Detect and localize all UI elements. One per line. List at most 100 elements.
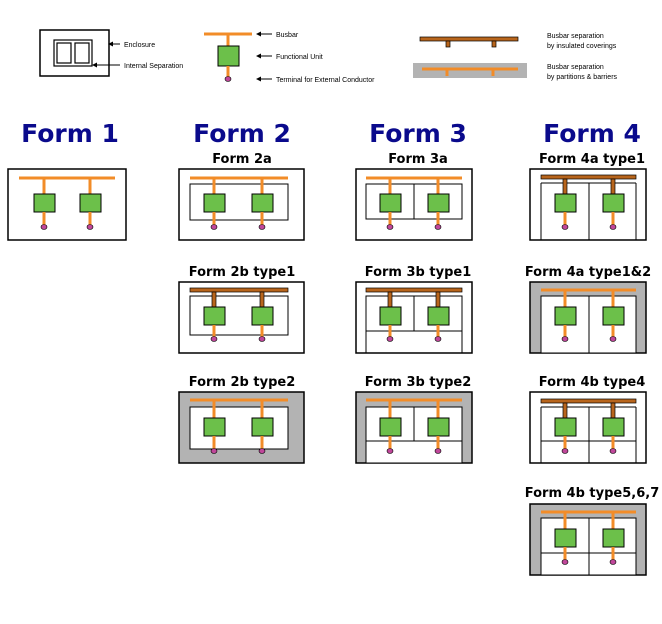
legend-functional-unit-label: Functional Unit [276,54,323,61]
functional-unit [602,528,625,548]
legend-sep-coverings-line2: by insulated coverings [547,43,617,50]
covered-busbar-drop [387,291,393,308]
form-4b-type4-diagram [529,391,647,464]
form-2b-type1-diagram [178,281,305,354]
terminal [386,224,394,230]
legend-arrowhead [256,53,261,59]
functional-unit [602,193,625,213]
legend-terminal-symbol [224,76,232,82]
legend-busbar-label: Busbar [276,32,299,39]
terminal [386,448,394,454]
terminal [258,336,266,342]
enclosure [7,168,127,241]
covered-busbar-drop [259,291,265,308]
legend-arrowhead [256,76,261,82]
form-3b-type2-diagram [355,391,473,464]
covered-busbar-drop [435,291,441,308]
functional-unit [554,528,577,548]
terminal [561,559,569,565]
functional-unit [602,417,625,437]
terminal [86,224,94,230]
form-2b-type2-diagram [178,391,305,464]
enclosure [529,168,647,241]
functional-unit [554,417,577,437]
functional-unit [554,193,577,213]
terminal [561,224,569,230]
functional-unit [203,306,226,326]
functional-unit [427,193,450,213]
form-4b-type5-6-7-diagram [529,503,647,576]
terminal [210,224,218,230]
functional-unit [427,306,450,326]
terminal [258,224,266,230]
covered-busbar-drop [562,178,568,195]
label-form-4a-type1: Form 4a type1 [539,152,645,167]
terminal [40,224,48,230]
legend-arrowhead [256,31,261,37]
label-form-3b-type2: Form 3b type2 [365,375,472,390]
functional-unit [554,306,577,326]
label-form-2b-type2: Form 2b type2 [189,375,296,390]
functional-unit [251,417,274,437]
heading-form-1: Form 1 [21,119,119,148]
terminal [434,336,442,342]
enclosure [529,391,647,464]
legend-covered-busbar-tap [491,40,497,48]
terminal [561,336,569,342]
functional-unit [79,193,102,213]
terminal [434,224,442,230]
functional-unit [251,306,274,326]
functional-unit [203,193,226,213]
legend-covered-busbar-tap [445,40,451,48]
terminal [609,224,617,230]
legend-internal-separation-label: Internal Separation [124,63,183,70]
covered-busbar-drop [562,402,568,419]
heading-form-4: Form 4 [543,119,641,148]
terminal [210,448,218,454]
legend-sep-partitions-line2: by partitions & barriers [547,74,618,81]
legend-sep-partitions-line1: Busbar separation [547,64,604,71]
label-form-3a: Form 3a [388,152,448,167]
functional-unit [602,306,625,326]
terminal [609,559,617,565]
terminal [258,448,266,454]
form-4a-type1-2-diagram [529,281,647,354]
legend-covered-busbar-symbol [419,36,519,42]
legend-terminal-label: Terminal for External Conductor [276,77,375,84]
covered-busbar-drop [211,291,217,308]
terminal [609,336,617,342]
terminal [561,448,569,454]
form-1-diagram [7,168,127,241]
heading-form-3: Form 3 [369,119,467,148]
label-form-4b-type4: Form 4b type4 [539,375,646,390]
functional-unit [203,417,226,437]
legend-arrowhead [108,41,113,47]
covered-busbar [540,174,637,180]
legend-functional-unit-symbol [217,45,240,67]
covered-busbar [365,287,463,293]
heading-form-2: Form 2 [193,119,291,148]
functional-unit [379,417,402,437]
functional-unit [251,193,274,213]
label-form-4b-type5-6-7: Form 4b type5,6,7 [525,486,659,501]
terminal [609,448,617,454]
legend-sep-coverings-line1: Busbar separation [547,33,604,40]
label-form-2a: Form 2a [212,152,272,167]
terminal [434,448,442,454]
label-form-2b-type1: Form 2b type1 [189,265,296,280]
functional-unit [33,193,56,213]
label-form-4a-type1-2: Form 4a type1&2 [525,265,651,280]
legend-separation-cell [56,42,72,64]
form-4a-type1-diagram [529,168,647,241]
covered-busbar [189,287,289,293]
label-form-3b-type1: Form 3b type1 [365,265,472,280]
functional-unit [379,193,402,213]
legend-arrowhead [92,62,97,68]
covered-busbar-drop [610,402,616,419]
form-3a-diagram [355,168,473,241]
form-3b-type1-diagram [355,281,473,354]
covered-busbar-drop [610,178,616,195]
functional-unit [427,417,450,437]
